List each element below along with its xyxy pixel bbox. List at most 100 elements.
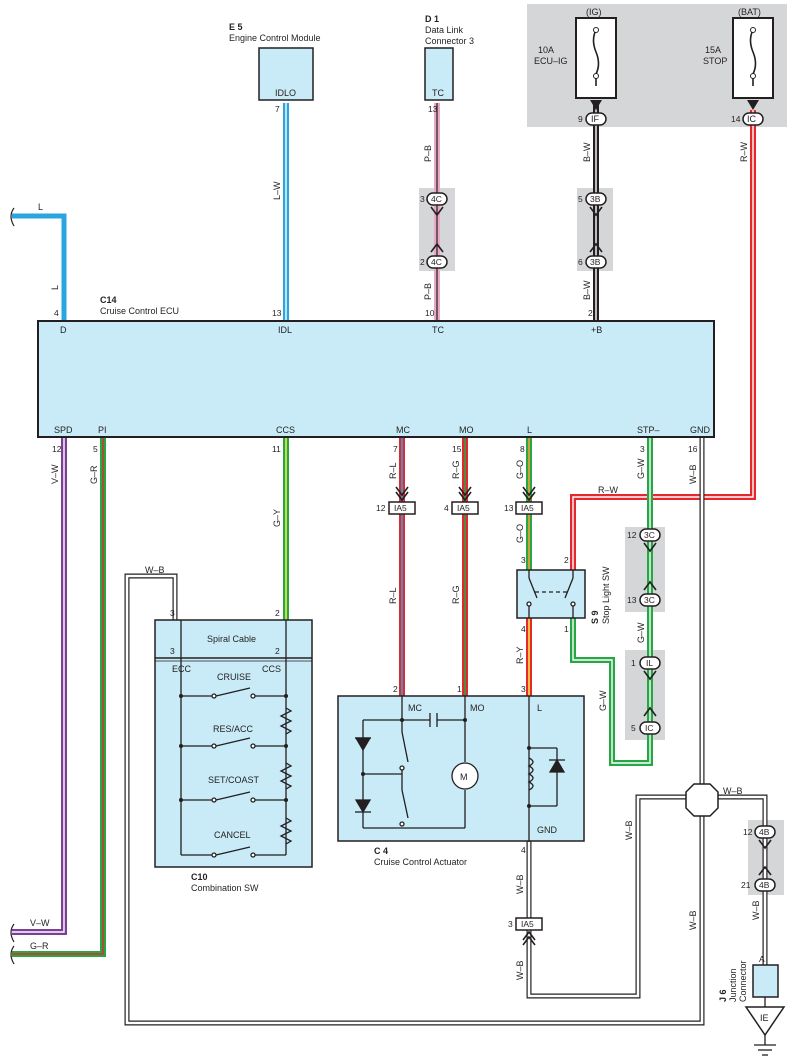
e5-code: E 5 [229, 22, 243, 32]
combination-switch-junction-dots [179, 694, 288, 802]
wire-label-rl-top: R–L [388, 462, 398, 479]
connector-if-label: IF [591, 114, 600, 124]
connector-4c-bottom [426, 242, 448, 269]
wire-l [12, 213, 67, 321]
wire-label-gw-mid: G–W [636, 622, 646, 643]
wire-label-gw-loop: G–W [598, 690, 608, 711]
connector-4b-top-pin: 12 [743, 827, 753, 837]
ia5-mo-id: IA5 [457, 503, 470, 513]
c10-name: Combination SW [191, 883, 259, 893]
wire-label-wb-gnd: W–B [688, 464, 698, 484]
fuse-ig-arrow [590, 100, 602, 110]
wire-label-rg-bot: R–G [451, 585, 461, 604]
connector-3b-bot-id: 3B [590, 257, 601, 267]
e5-pin-num: 7 [275, 104, 280, 114]
wire-label-wb-j6: W–B [751, 900, 761, 920]
fuse-bat-source: (BAT) [738, 7, 761, 17]
ecu-body [37, 320, 715, 438]
actuator-junction-dots [361, 718, 531, 808]
wire-end-gr [10, 945, 15, 965]
wire-vw [12, 437, 67, 935]
ia5-mc-connector [388, 486, 416, 515]
stop-light-switch-contacts [526, 570, 576, 618]
ecu-bot-pin-ccs-num: 11 [272, 444, 281, 454]
wire-label-vw: V–W [50, 464, 60, 484]
ia5-mo-pin: 4 [444, 503, 449, 513]
fuse-stop [732, 17, 774, 99]
s9-name: Stop Light SW [601, 566, 611, 624]
wire-label-wb-right: W–B [688, 910, 698, 930]
ia5-mc-id: IA5 [394, 503, 407, 513]
j6-code: J 6 [718, 989, 728, 1002]
wire-label-go-top: G–O [515, 460, 525, 479]
motor-label: M [460, 772, 468, 782]
spiral-cable-label: Spiral Cable [207, 634, 256, 644]
ecu-top-pin-idl: IDL [278, 325, 292, 335]
wire-label-l-vert: L [50, 285, 60, 290]
wire-label-l: L [38, 202, 43, 212]
ecu-bot-pin-stp: STP– [637, 425, 660, 435]
connector-4b-top [754, 825, 776, 850]
c10-top-pin2: 2 [275, 608, 280, 618]
wire-rw-stripe [572, 110, 754, 572]
connector-4c-top-id: 4C [431, 194, 442, 204]
fuse-ig-name: ECU–IG [534, 56, 568, 66]
connector-if [585, 112, 607, 126]
ecu-bot-pin-mo: MO [459, 425, 474, 435]
fuse-ecu-ig [575, 17, 617, 99]
ecu-name: Cruise Control ECU [100, 306, 179, 316]
ecu-top-pin-tc: TC [432, 325, 444, 335]
ecu-bot-pin-spd: SPD [54, 425, 73, 435]
wire-end-l [10, 207, 15, 227]
connector-ic [742, 112, 764, 126]
ia5-gnd-connector [515, 917, 543, 946]
wire-label-vw-end: V–W [30, 918, 50, 928]
ecu-bot-pin-gnd: GND [690, 425, 711, 435]
ecu-bot-pin-stp-num: 3 [640, 444, 645, 454]
ia5-mc-pin: 12 [376, 503, 386, 513]
connector-ic-label: IC [747, 114, 757, 124]
c10-pin-ccs: CCS [262, 664, 281, 674]
connector-3b-top [585, 192, 607, 217]
ecu-top-pin-d: D [60, 325, 67, 335]
d1-connector-box [424, 47, 454, 101]
ecu-bot-pin-gnd-num: 16 [688, 444, 698, 454]
wire-label-rg-top: R–G [451, 460, 461, 479]
wire-label-go-bot: G–O [515, 524, 525, 543]
connector-3c-top [639, 528, 661, 553]
c4-code: C 4 [374, 846, 388, 856]
connector-3c-bot-pin: 13 [627, 595, 637, 605]
connector-3b-bottom [585, 242, 607, 269]
connector-ic-pin: 14 [731, 114, 741, 124]
s9-code: S 9 [590, 610, 600, 624]
fuse-ig-rating: 10A [538, 45, 554, 55]
connector-4c-bot-id: 4C [431, 257, 442, 267]
c10-top-pin3: 3 [170, 608, 175, 618]
ecu-code: C14 [100, 295, 117, 305]
c4-pin-mo-num: 1 [457, 684, 462, 694]
wire-label-wb-mid: W–B [624, 820, 634, 840]
c4-pin-l-num: 3 [521, 684, 526, 694]
wire-label-lw: L–W [272, 181, 282, 200]
ecu-bot-pin-mc: MC [396, 425, 410, 435]
ground-wires [124, 437, 768, 1026]
ground-label: IE [760, 1013, 769, 1023]
connector-3c-bottom [639, 580, 661, 607]
switch-cancel-label: CANCEL [214, 830, 251, 840]
ia5-l-id: IA5 [521, 503, 534, 513]
connector-4b-bottom [754, 865, 776, 892]
d1-name-line2: Connector 3 [425, 36, 474, 46]
ecu-bot-pin-l: L [527, 425, 532, 435]
ia5-gnd-id: IA5 [521, 919, 534, 929]
splice-point [685, 783, 719, 817]
wire-label-pb-bot: P–B [423, 283, 433, 300]
ecu-top-pin-tc-num: 10 [425, 308, 435, 318]
wire-label-wb-act2: W–B [515, 960, 525, 980]
ia5-l-connector [515, 486, 543, 515]
s9-pin1: 1 [564, 624, 569, 634]
combination-switch-circuit [180, 620, 293, 858]
d1-code: D 1 [425, 14, 439, 24]
wire-label-ry: R–Y [515, 646, 525, 664]
c10-code: C10 [191, 872, 208, 882]
